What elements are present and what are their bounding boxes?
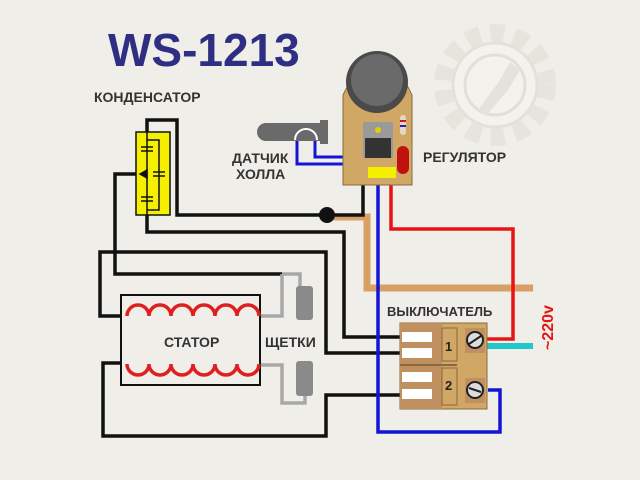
wire-black-stator-bottom: [101, 361, 402, 438]
wire-black-cap-bottom: [145, 212, 402, 339]
coil-top-icon: [125, 303, 261, 317]
brush-bottom: [296, 361, 313, 396]
switch-section-1: 1: [445, 339, 452, 354]
wire-black-cap-top: [145, 118, 365, 217]
gear-logo-icon: [434, 24, 556, 146]
hall-sensor: [257, 120, 328, 144]
switch-section-2: 2: [445, 378, 452, 393]
brush-top: [296, 286, 313, 320]
wire-orange: [334, 213, 533, 292]
switch-label: ВЫКЛЮЧАТЕЛЬ: [387, 304, 492, 319]
wire-blue-regulator: [376, 184, 502, 434]
switch[interactable]: 1 2: [399, 322, 488, 410]
stator: [120, 294, 261, 386]
wire-black-cap-mid: [113, 172, 282, 276]
junction-dot: [319, 207, 335, 223]
chip-icon: [365, 138, 391, 158]
wire-red-regulator: [389, 184, 515, 341]
wire-black-stator-top: [98, 250, 402, 355]
wire-gray-brush-top: [282, 272, 302, 290]
regulator-label: РЕГУЛЯТОР: [423, 149, 506, 165]
hall-sensor-label-line1: ДАТЧИК: [232, 150, 289, 166]
voltage-label: ~220v: [540, 305, 557, 350]
wire-gray-coil-bottom: [258, 363, 307, 405]
stator-label: СТАТОР: [164, 334, 219, 350]
wire-gray-coil-top: [258, 274, 284, 318]
regulator-board: [342, 51, 413, 186]
hall-sensor-label-line2: ХОЛЛА: [236, 166, 285, 182]
page-title: WS-1213: [108, 24, 300, 76]
capacitor: [135, 131, 171, 216]
wire-blue-hall-1: [295, 140, 344, 166]
coil-bottom-icon: [125, 363, 261, 377]
wire-blue-hall-2: [313, 140, 344, 159]
brushes-label: ЩЕТКИ: [265, 334, 316, 350]
capacitor-label: КОНДЕНСАТОР: [94, 89, 201, 105]
